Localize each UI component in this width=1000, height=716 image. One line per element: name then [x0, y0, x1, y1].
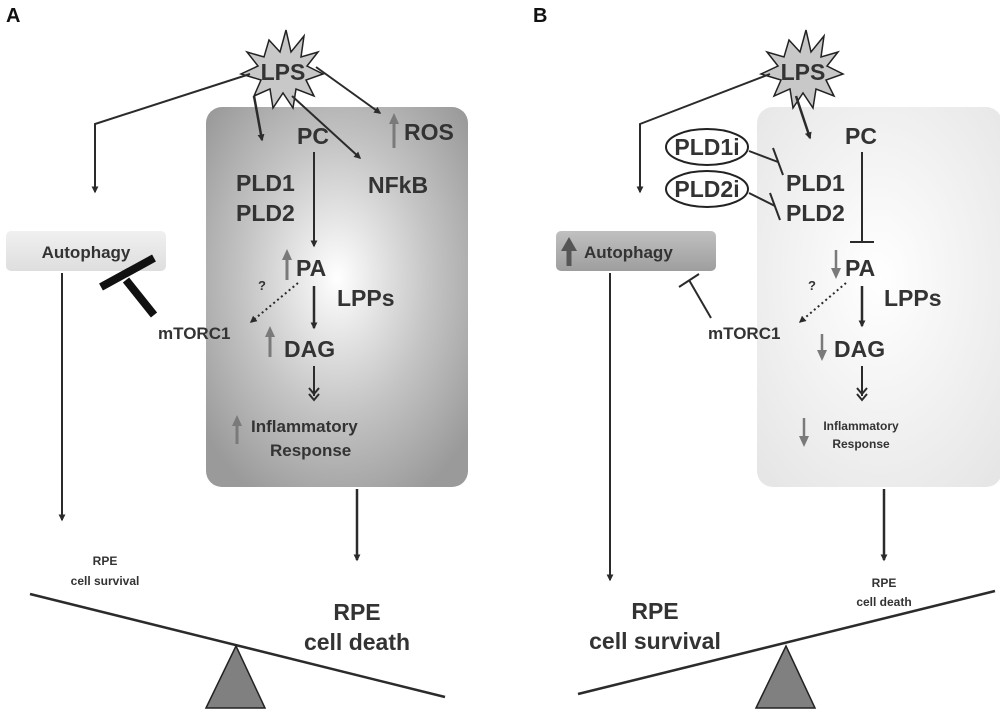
dotted-arrow-pa-mtorc1 [798, 282, 847, 323]
pld1i-label: PLD1i [674, 134, 739, 160]
panel-a-label: A [6, 5, 20, 27]
up-arrowhead-inflammatory-icon [232, 415, 242, 426]
mtorc1-label: mTORC1 [708, 324, 780, 343]
lps-label: LPS [261, 59, 306, 85]
death-line2: cell death [304, 629, 410, 655]
up-arrowhead-dag-icon [265, 326, 275, 337]
lpps-label: LPPs [884, 285, 942, 311]
survival-line2: cell survival [589, 628, 721, 654]
lps-star-icon [758, 29, 845, 111]
arrow-lps-ros [315, 66, 382, 114]
inhibit-pld2-bar [769, 192, 781, 221]
arrow-lps-pc [794, 95, 812, 140]
ros-label: ROS [404, 119, 454, 145]
down-arrowhead-dag-icon [817, 350, 827, 361]
lps-label: LPS [781, 59, 826, 85]
pld2i-label: PLD2i [674, 176, 739, 202]
pld1-label: PLD1 [236, 170, 295, 196]
panel-b-label: B [533, 5, 547, 27]
pathway-box [206, 107, 468, 487]
nfkb-label: NFkB [368, 172, 428, 198]
pld1i-ellipse [665, 128, 749, 166]
mtorc1-label: mTORC1 [158, 324, 230, 343]
arrow-lps-autophagy [91, 73, 251, 194]
down-arrowhead-inflammatory-icon [799, 436, 809, 447]
dotted-arrow-pa-mtorc1 [249, 282, 299, 323]
autophagy-label: Autophagy [584, 243, 673, 262]
inhibition-bar [678, 273, 700, 288]
up-arrowhead-ros-icon [389, 113, 399, 124]
death-line1: RPE [872, 576, 897, 590]
inhibit-pld2 [748, 192, 776, 207]
arrow-lps-nfkb [291, 95, 362, 159]
inhibition-bar [99, 254, 156, 291]
dag-label: DAG [284, 336, 335, 362]
inhibition-mtorc1-autophagy [122, 277, 158, 318]
inflammatory-line2: Response [270, 441, 351, 460]
question-mark: ? [808, 278, 816, 293]
pld2-label: PLD2 [236, 200, 295, 226]
up-arrowhead-pa-icon [282, 249, 292, 260]
autophagy-label: Autophagy [42, 243, 131, 262]
inhibition-mtorc1-autophagy [688, 279, 712, 319]
arrow-lps-autophagy [636, 73, 771, 194]
arrow-lps-pc [252, 95, 265, 142]
fulcrum-icon [204, 644, 267, 709]
double-arrowhead-icon [308, 387, 320, 402]
pa-label: PA [845, 255, 875, 281]
survival-line1: RPE [631, 598, 678, 624]
inhibit-pld1 [748, 150, 779, 163]
inflammatory-line2: Response [832, 437, 890, 451]
lps-star-icon [238, 29, 325, 111]
death-line1: RPE [333, 599, 380, 625]
balance-beam [577, 589, 996, 696]
inflammatory-line1: Inflammatory [251, 417, 358, 436]
dag-label: DAG [834, 336, 885, 362]
pld2-label: PLD2 [786, 200, 845, 226]
fulcrum-icon [754, 644, 817, 709]
survival-line1: RPE [93, 554, 118, 568]
autophagy-box [556, 231, 716, 271]
pathway-box [757, 107, 1000, 487]
pc-label: PC [297, 123, 329, 149]
inflammatory-line1: Inflammatory [823, 419, 899, 433]
panel-a: A Autophagy LPS ROS PC NFkB PLD1 PLD2 PA [6, 5, 468, 709]
autophagy-box [6, 231, 166, 271]
panel-b: B Autophagy LPS PC PLD1i PLD2i PLD1 PLD2… [533, 5, 1000, 709]
balance-beam [29, 592, 446, 699]
question-mark: ? [258, 278, 266, 293]
down-arrowhead-pa-icon [831, 268, 841, 279]
pld2i-ellipse [665, 170, 749, 208]
survival-line2: cell survival [71, 574, 140, 588]
up-arrowhead-autophagy-icon [561, 237, 577, 251]
pc-label: PC [845, 123, 877, 149]
pa-label: PA [296, 255, 326, 281]
pld1-label: PLD1 [786, 170, 845, 196]
lpps-label: LPPs [337, 285, 395, 311]
double-arrowhead-icon [856, 387, 868, 402]
death-line2: cell death [856, 595, 911, 609]
inhibit-pld1-bar [772, 147, 784, 176]
